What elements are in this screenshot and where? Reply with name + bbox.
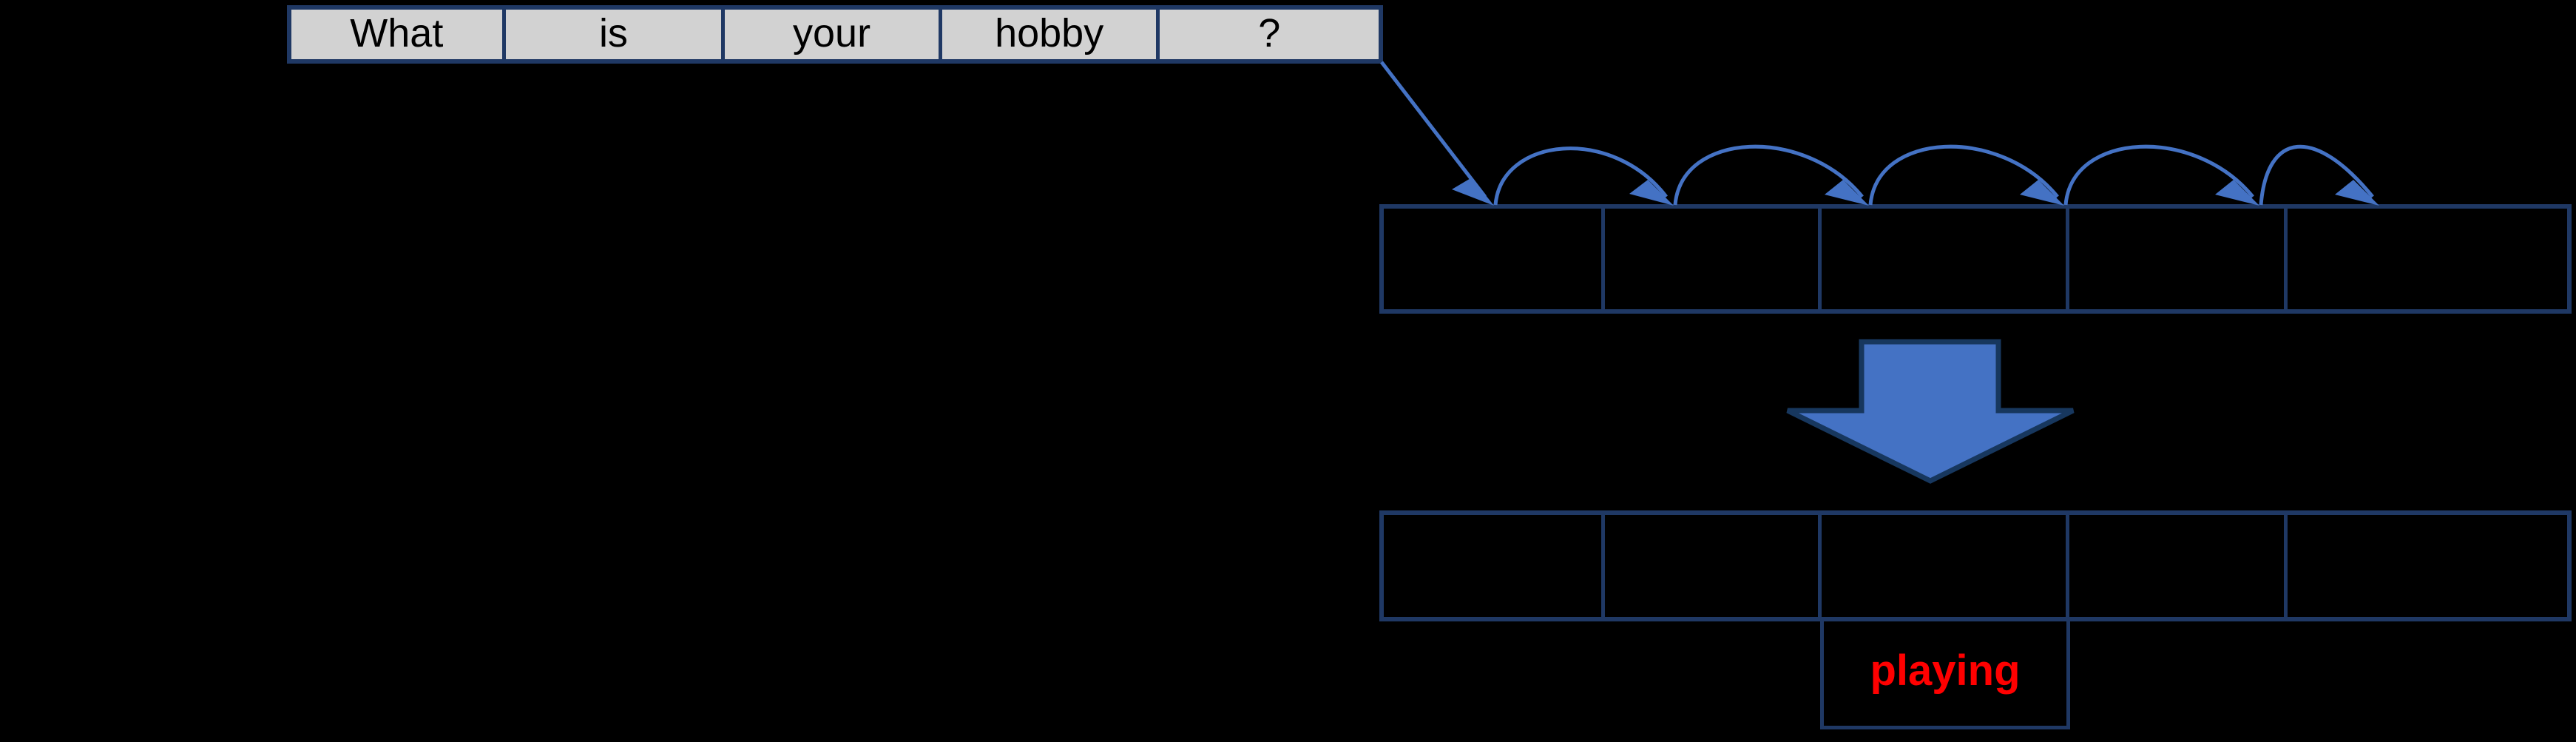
decoder-states-table	[1379, 510, 2572, 621]
decoder-state-cell	[1384, 515, 1605, 617]
encoder-states-table	[1379, 204, 2572, 314]
curved-arrow-icon	[2259, 144, 2379, 206]
source-token-cell: ?	[1160, 10, 1379, 59]
source-token-label: hobby	[995, 10, 1104, 55]
source-token-label: ?	[1258, 10, 1281, 55]
encoder-state-cell	[2288, 209, 2567, 309]
source-token-label: is	[598, 10, 628, 55]
down-block-arrow-icon	[1786, 339, 2075, 484]
decoder-state-cell	[1605, 515, 1822, 617]
encoder-state-cell	[2069, 209, 2288, 309]
source-token-cell: is	[505, 10, 726, 59]
output-word-label: playing	[1870, 646, 2021, 695]
encoder-state-cell	[1605, 209, 1822, 309]
source-sentence-table: What is your hobby ?	[287, 5, 1383, 64]
decoder-state-cell	[2069, 515, 2288, 617]
source-token-cell: hobby	[942, 10, 1160, 59]
straight-arrow-icon	[1380, 61, 1494, 206]
output-word-cell: playing	[1820, 620, 2070, 729]
curved-arrow-icon	[1493, 146, 1674, 206]
source-token-label: What	[350, 10, 444, 55]
source-token-label: your	[793, 10, 871, 55]
source-token-cell: your	[725, 10, 942, 59]
curved-arrow-icon	[1868, 144, 2064, 206]
encoder-state-cell	[1822, 209, 2069, 309]
source-token-cell: What	[291, 10, 506, 59]
curved-arrow-icon	[2063, 144, 2259, 206]
curved-arrow-icon	[1673, 144, 1869, 206]
encoder-state-cell	[1384, 209, 1605, 309]
decoder-state-cell	[2288, 515, 2567, 617]
decoder-state-cell	[1822, 515, 2069, 617]
